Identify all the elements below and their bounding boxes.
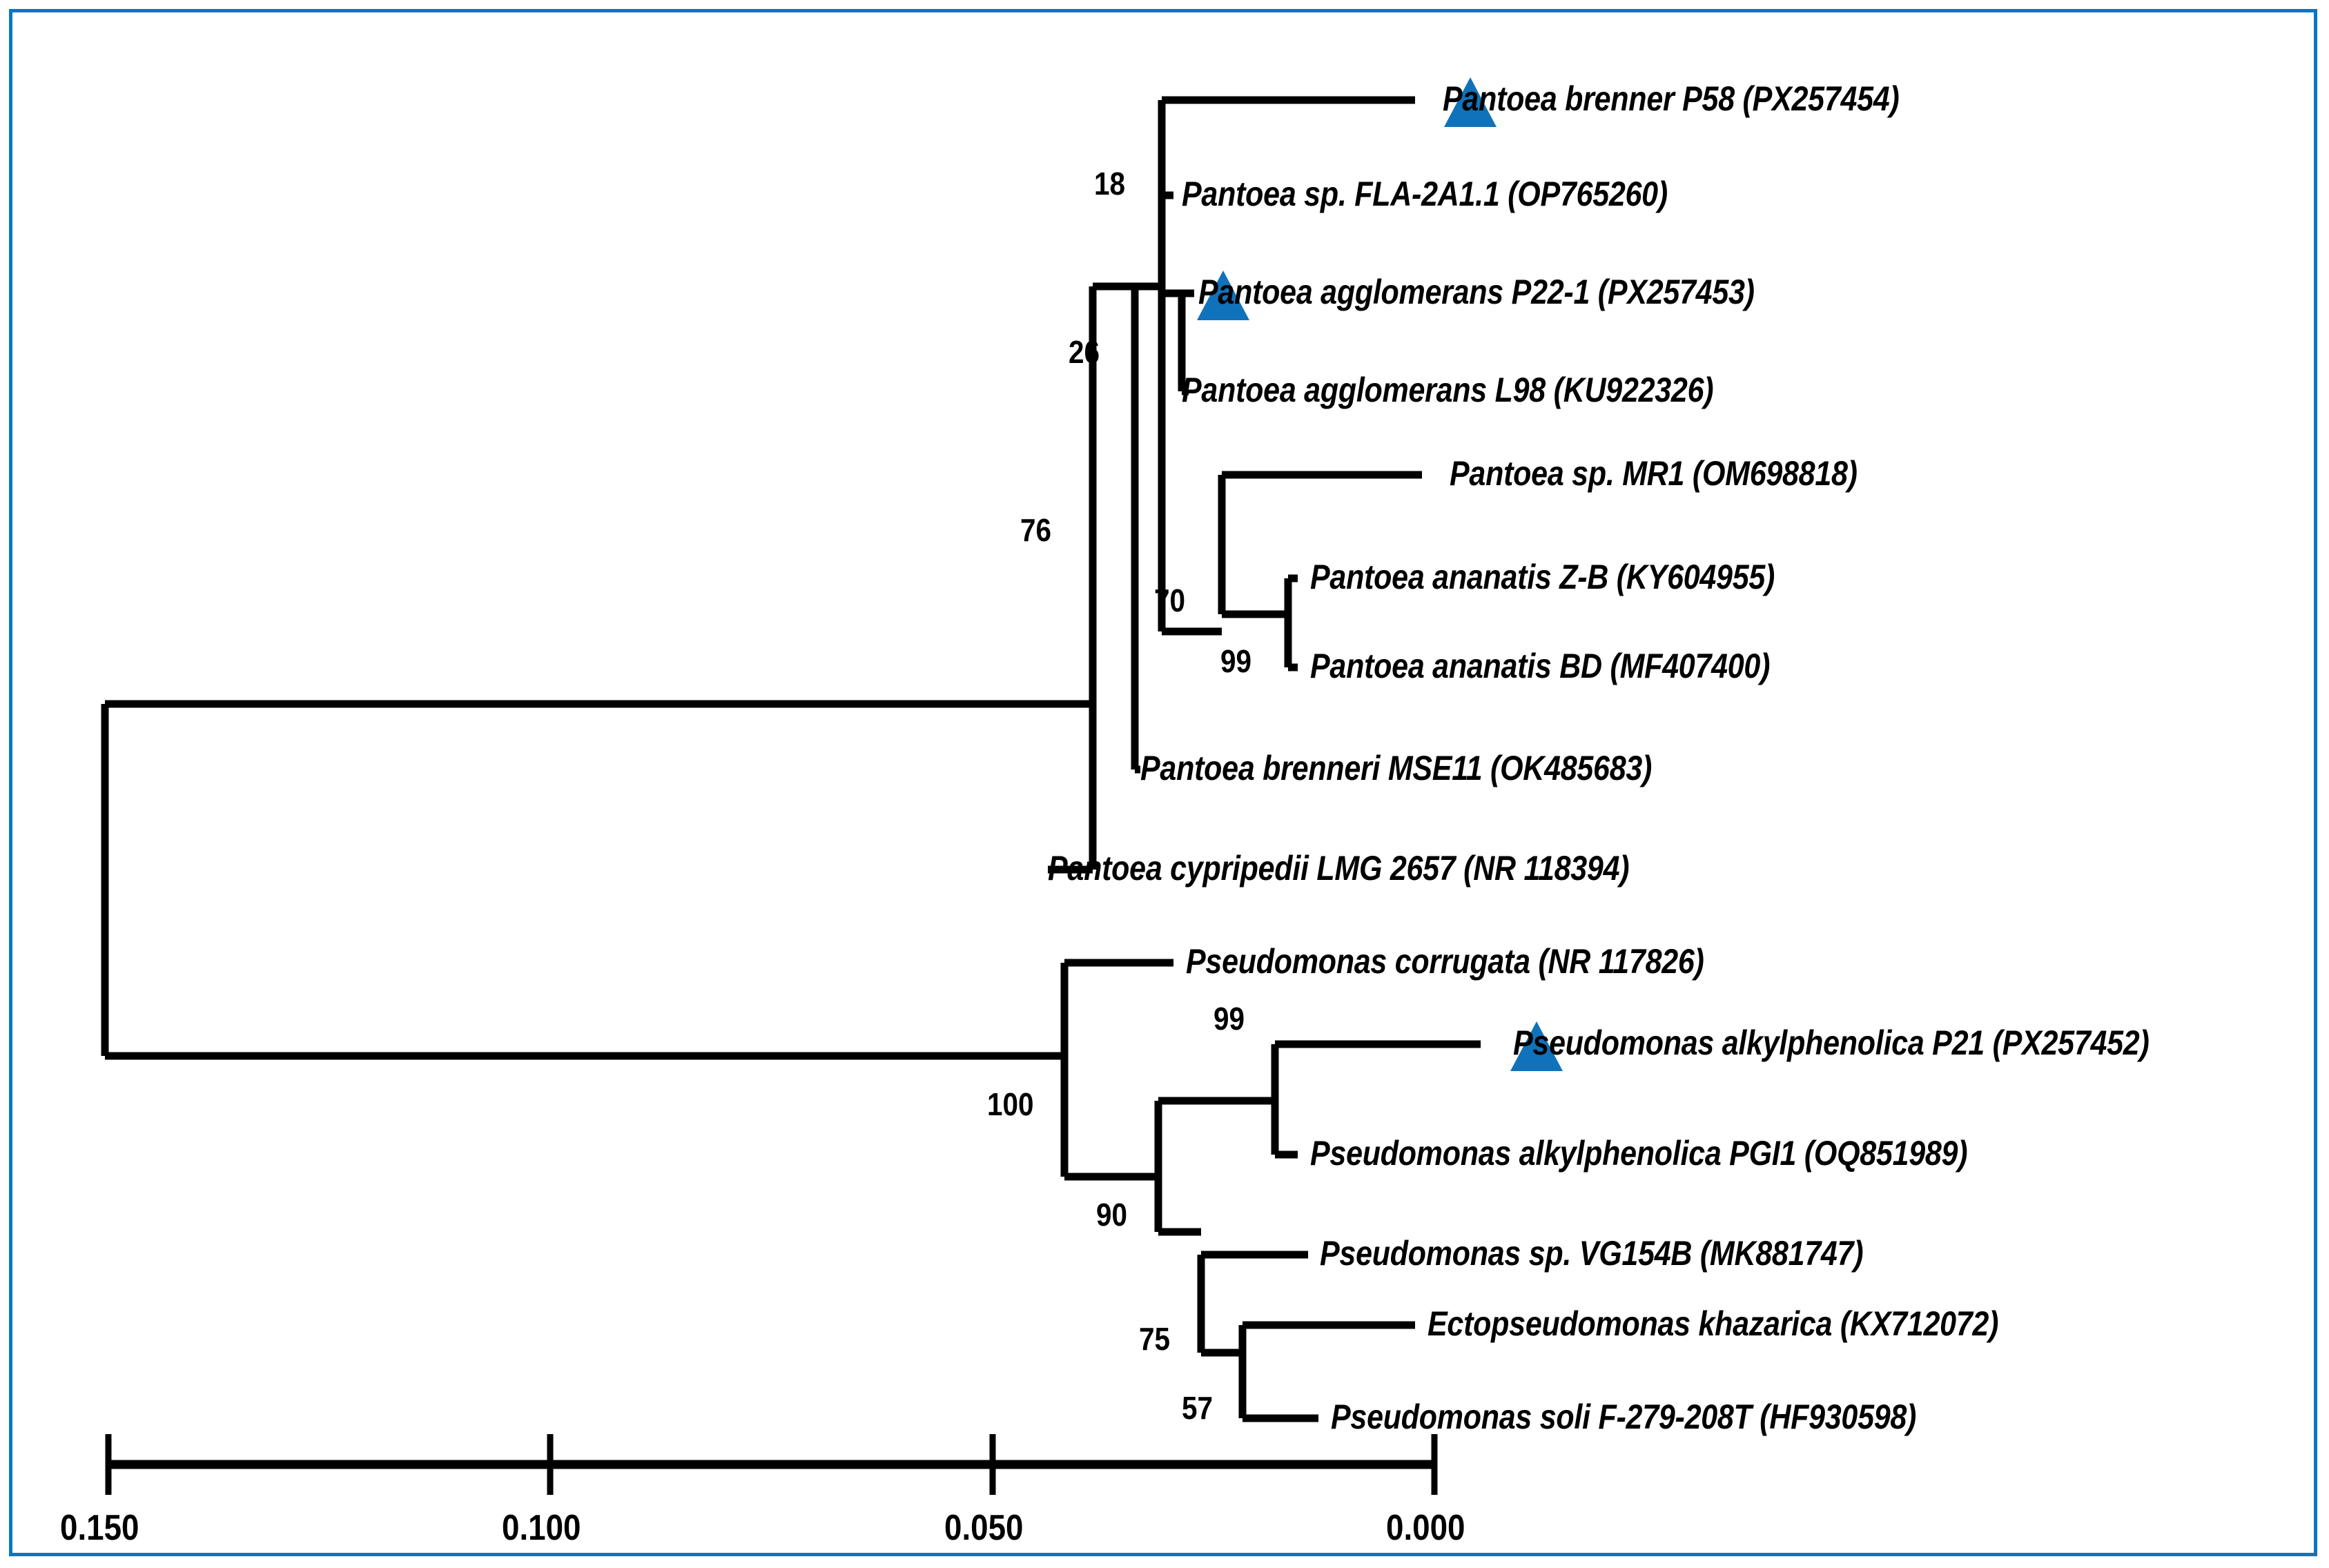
- tip-label-pantoea-sp-fla-2a1-1: Pantoea sp. FLA-2A1.1 (OP765260): [1182, 175, 1668, 213]
- tip-label-pantoea-ananatis-bd: Pantoea ananatis BD (MF407400): [1310, 647, 1771, 685]
- bootstrap-value-57: 57: [1182, 1390, 1214, 1426]
- triangle-marker-p21: [1510, 1021, 1563, 1071]
- bootstrap-value-26: 26: [1069, 334, 1100, 370]
- tip-label-pantoea-agglomerans-l98: Pantoea agglomerans L98 (KU922326): [1182, 371, 1714, 409]
- tree-branches: [101, 96, 1481, 1422]
- tip-label-pantoea-cypripedii-lmg2657: Pantoea cypripedii LMG 2657 (NR 118394): [1048, 849, 1630, 888]
- tip-label-pseudomonas-corrugata: Pseudomonas corrugata (NR 117826): [1186, 942, 1704, 981]
- tip-label-pantoea-sp-mr1: Pantoea sp. MR1 (OM698818): [1450, 454, 1858, 493]
- bootstrap-value-99-ananatis: 99: [1220, 643, 1252, 679]
- highlight-markers: [1197, 77, 1563, 1071]
- tip-label-pantoea-ananatis-zb: Pantoea ananatis Z-B (KY604955): [1310, 558, 1775, 596]
- tip-label-pantoea-brenneri-mse11: Pantoea brenneri MSE11 (OK485683): [1140, 749, 1653, 787]
- tip-label-pseudomonas-sp-vg154b: Pseudomonas sp. VG154B (MK881747): [1320, 1234, 1864, 1273]
- axis-tick-label-0000: 0.000: [1386, 1508, 1465, 1548]
- axis-tick-label-0050: 0.050: [944, 1508, 1024, 1548]
- triangle-marker-p22-1: [1197, 271, 1249, 320]
- bootstrap-value-100: 100: [987, 1086, 1034, 1122]
- tip-label-pseudomonas-soli-f-279-208t: Pseudomonas soli F-279-208T (HF930598): [1331, 1398, 1917, 1436]
- bootstrap-value-76: 76: [1020, 512, 1052, 548]
- bootstrap-value-99-alkylphenolica: 99: [1214, 1001, 1245, 1037]
- bootstrap-value-90: 90: [1096, 1197, 1128, 1233]
- bootstrap-value-18: 18: [1094, 166, 1126, 202]
- triangle-marker-p58: [1444, 77, 1497, 127]
- tip-label-pseudomonas-alkylphenolica-p21: Pseudomonas alkylphenolica P21 (PX257452…: [1513, 1023, 2150, 1062]
- tip-label-pantoea-agglomerans-p22-1: Pantoea agglomerans P22-1 (PX257453): [1198, 273, 1755, 311]
- axis-tick-label-0150: 0.150: [60, 1508, 139, 1548]
- tip-label-pseudomonas-alkylphenolica-pgi1: Pseudomonas alkylphenolica PGI1 (OQ85198…: [1310, 1134, 1968, 1173]
- tip-label-pantoea-brenner-p58: Pantoea brenner P58 (PX257454): [1443, 79, 1900, 118]
- axis-tick-label-0100: 0.100: [502, 1508, 581, 1548]
- bootstrap-value-75: 75: [1139, 1321, 1171, 1357]
- tip-label-ectopseudomonas-khazarica: Ectopseudomonas khazarica (KX712072): [1427, 1304, 1999, 1343]
- scale-bar: [105, 1434, 1438, 1495]
- bootstrap-value-70: 70: [1154, 582, 1186, 618]
- figure-border: [9, 9, 2317, 1556]
